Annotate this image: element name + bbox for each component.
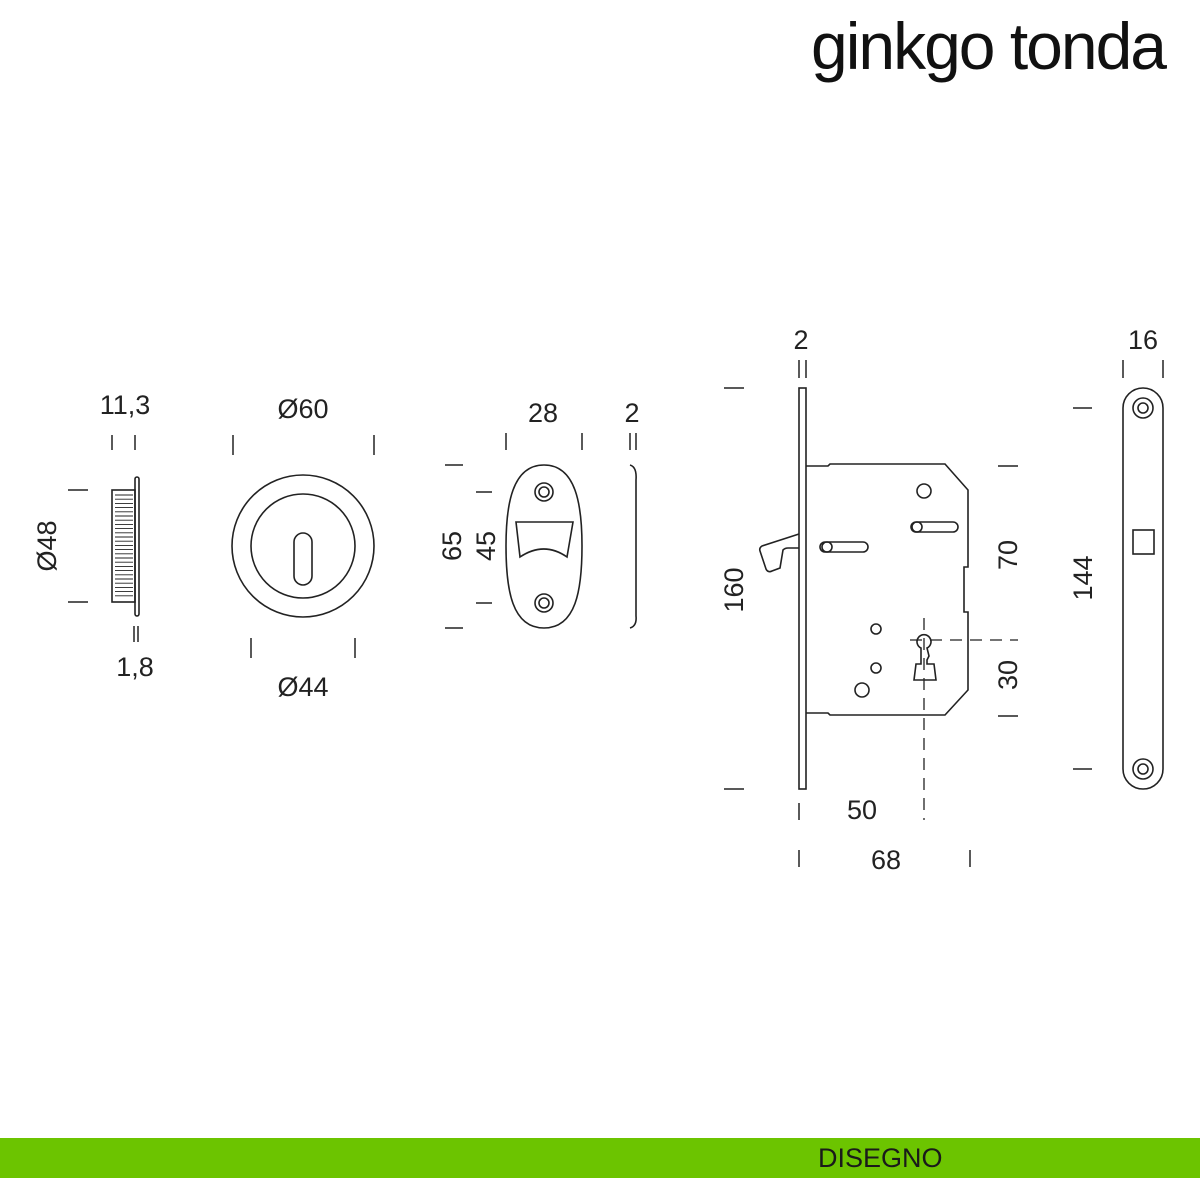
dim-faceplate-holes: 144 bbox=[1068, 555, 1098, 600]
dim-inner-diameter: Ø44 bbox=[277, 672, 328, 702]
footer-label: DISEGNO bbox=[818, 1143, 943, 1173]
dim-strike-height: 65 bbox=[437, 531, 467, 561]
dim-strike-thickness: 2 bbox=[624, 398, 639, 428]
strike-plate-view: 28 2 65 45 bbox=[437, 398, 640, 629]
dim-backset: 50 bbox=[847, 795, 877, 825]
dim-height-30: 30 bbox=[993, 660, 1023, 690]
lock-body-view: 2 160 70 30 50 68 bbox=[719, 325, 1023, 875]
dim-depth: 11,3 bbox=[100, 390, 151, 420]
dim-plate-thickness: 1,8 bbox=[116, 652, 154, 682]
dim-hole-spacing: 45 bbox=[471, 531, 501, 561]
faceplate-front-view: 16 144 bbox=[1068, 325, 1164, 790]
keyhole-slot bbox=[293, 532, 313, 586]
keyhole-icon bbox=[913, 633, 937, 681]
dim-diameter-48: Ø48 bbox=[32, 520, 62, 571]
dim-faceplate-height: 160 bbox=[719, 567, 749, 612]
rosette-front-view: Ø60 Ø44 bbox=[231, 394, 375, 702]
dim-height-70: 70 bbox=[993, 540, 1023, 570]
dim-outer-diameter: Ø60 bbox=[277, 394, 328, 424]
rosette-side-view: 11,3 1,8 Ø48 bbox=[32, 390, 154, 682]
dim-lock-depth: 68 bbox=[871, 845, 901, 875]
dim-faceplate-thickness: 2 bbox=[793, 325, 808, 355]
dim-strike-width: 28 bbox=[528, 398, 558, 428]
brand-title: ginkgo tonda bbox=[811, 9, 1167, 83]
footer-bar: DISEGNO bbox=[0, 1138, 1200, 1178]
dim-faceplate-width: 16 bbox=[1128, 325, 1158, 355]
